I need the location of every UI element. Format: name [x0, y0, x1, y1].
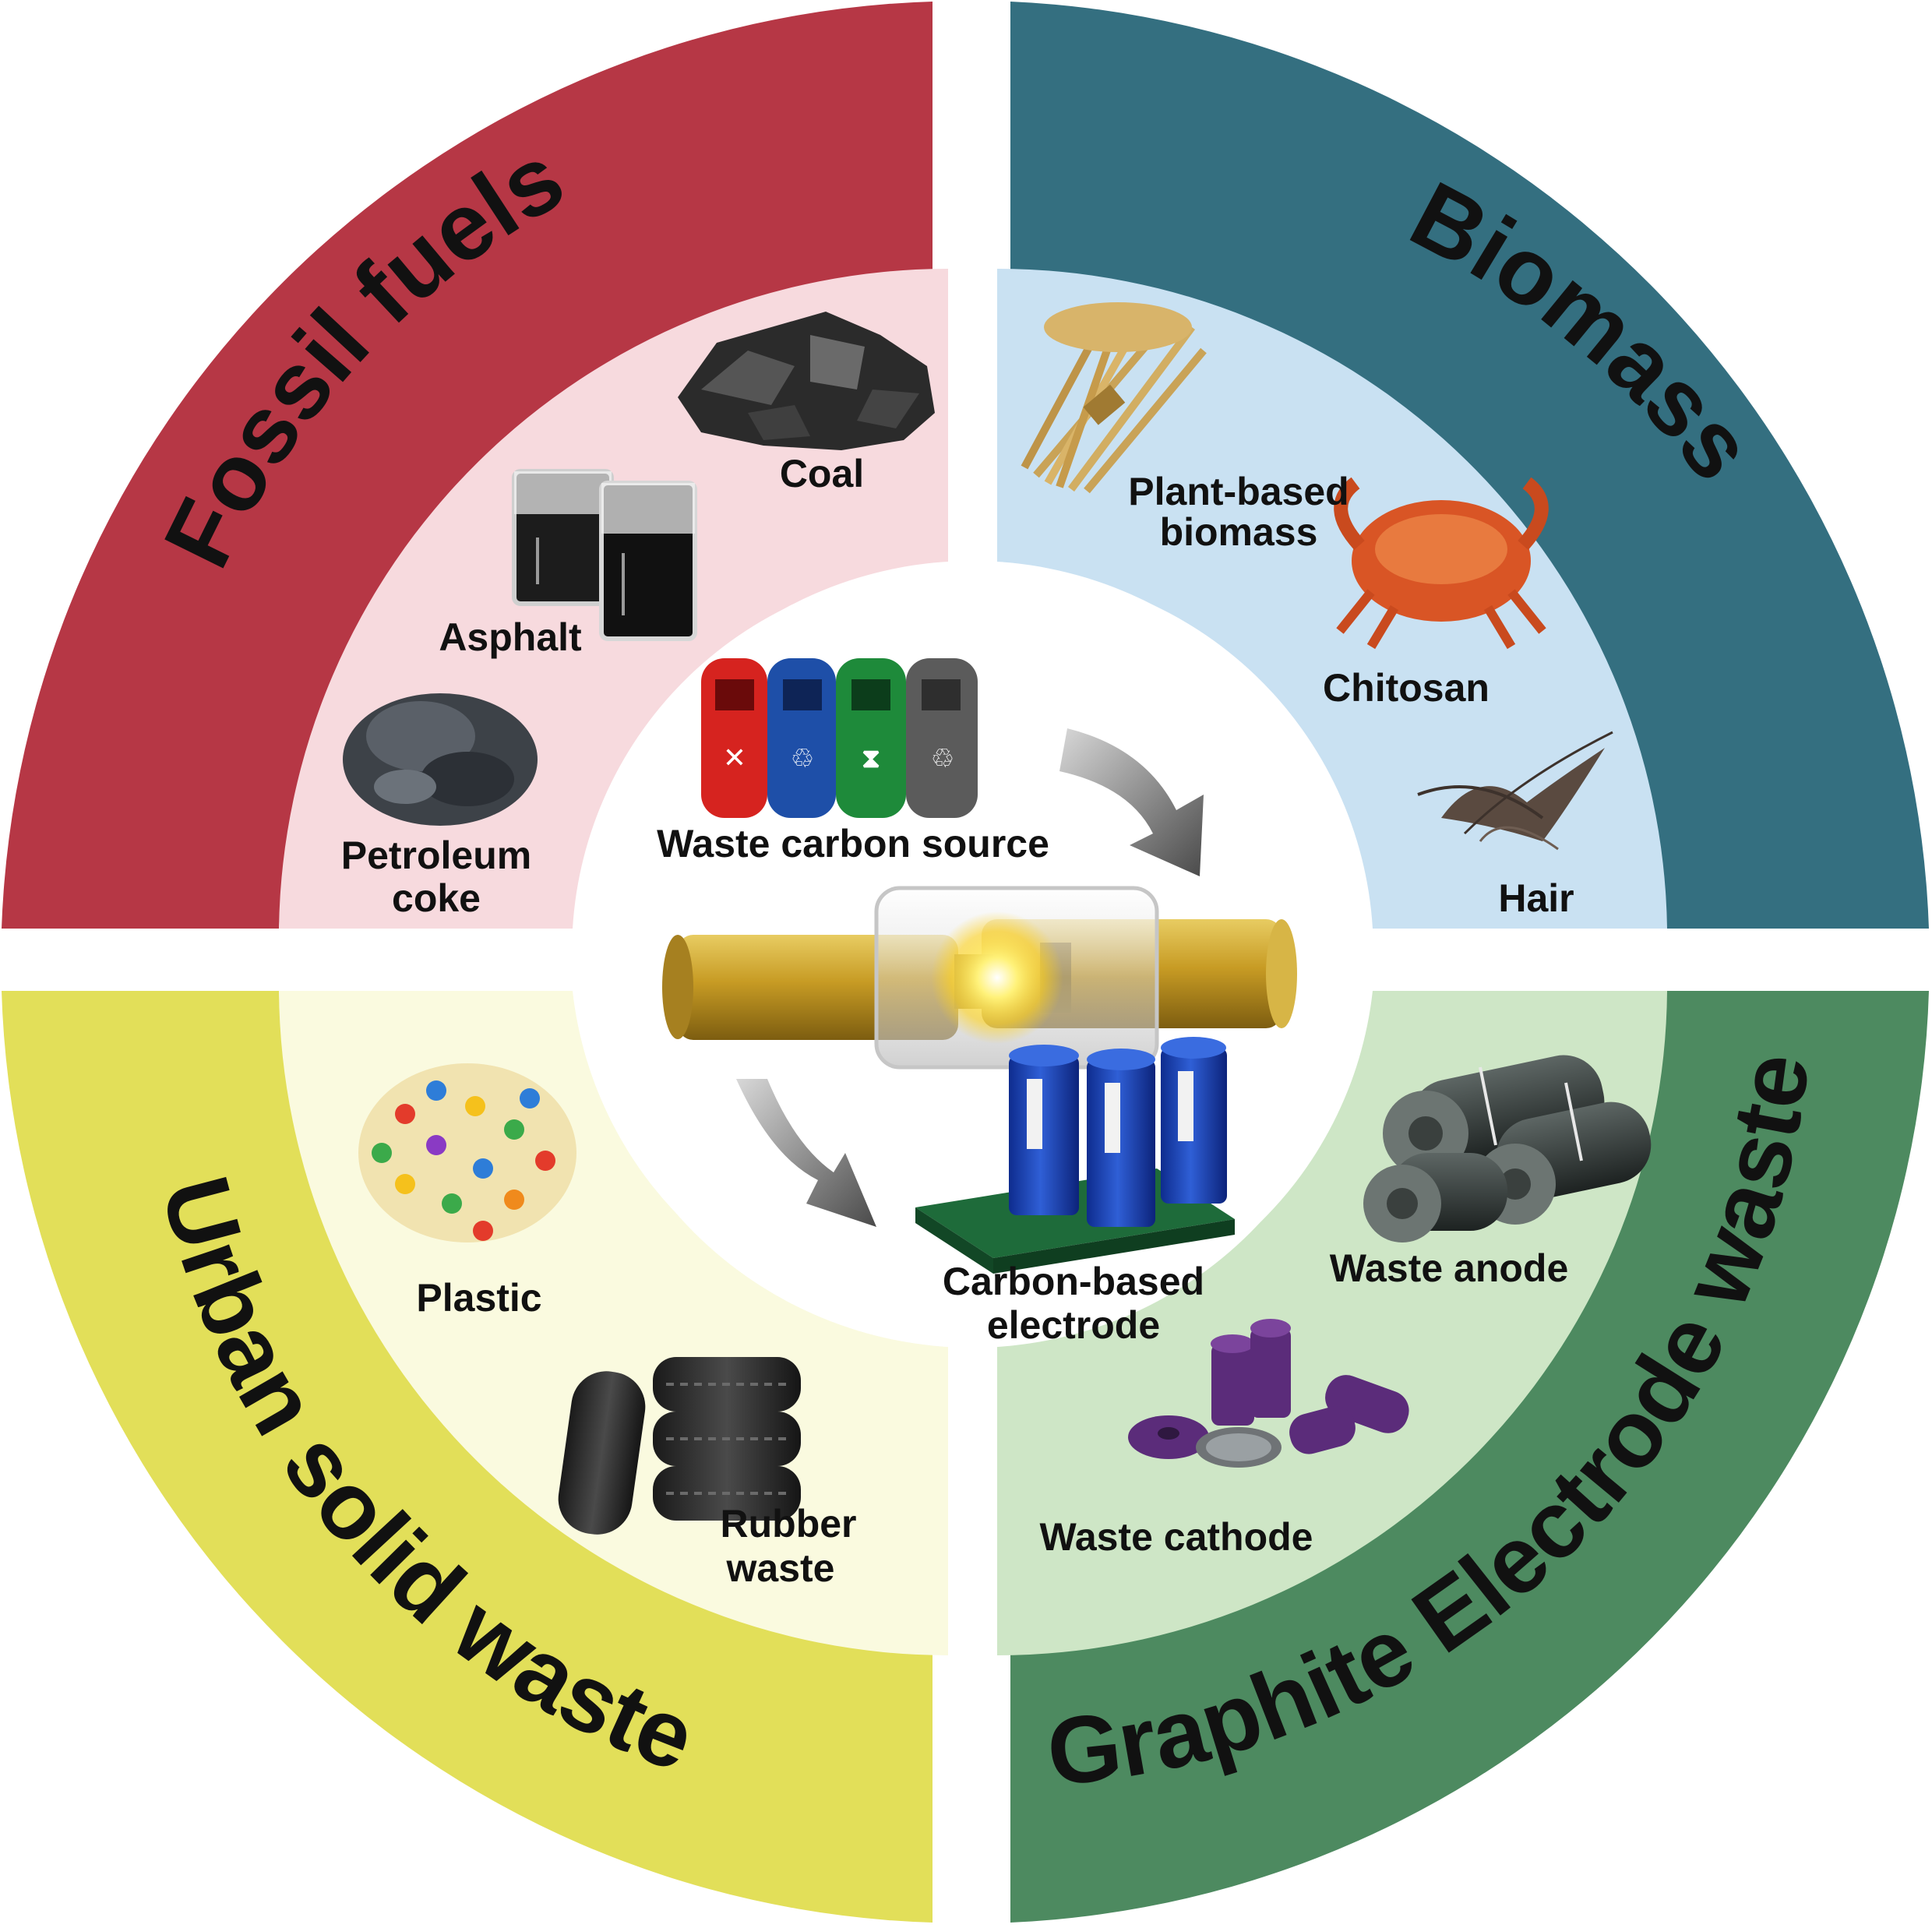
cathode-label: Waste cathode [1039, 1515, 1313, 1559]
crab-icon [1334, 477, 1549, 650]
tires-icon [558, 1357, 801, 1535]
reactor-rod-icon [662, 886, 1297, 1070]
plant-label-line1: Plant-based [1128, 470, 1349, 513]
petroleum-label-line1: Petroleum [341, 834, 532, 877]
source-label: Waste carbon source [657, 822, 1049, 865]
asphalt-label: Asphalt [439, 615, 582, 659]
svg-text:♲: ♲ [931, 744, 954, 774]
coal-label: Coal [780, 452, 864, 495]
recycling-bins-icon: ✕ ♲ ⧗ ♲ [701, 658, 978, 818]
wheat-bundle-icon [1021, 302, 1207, 494]
anode-label: Waste anode [1330, 1246, 1569, 1290]
rubber-label-line2: waste [726, 1546, 835, 1590]
svg-text:✕: ✕ [723, 742, 746, 774]
plastic-pellets-icon [358, 1063, 576, 1242]
hair-icon [1417, 731, 1613, 851]
biomass-inner [997, 269, 1667, 929]
electrode-label-line1: Carbon-based [943, 1260, 1204, 1303]
process-arrow-icon [736, 728, 1204, 1227]
petroleum-label-line2: coke [392, 876, 481, 920]
chitosan-label: Chitosan [1323, 666, 1490, 710]
cathode-pieces-icon [1128, 1319, 1409, 1468]
hair-label: Hair [1498, 876, 1574, 920]
beaker-icon [512, 469, 697, 641]
plastic-label: Plastic [416, 1276, 541, 1320]
urban-ring [2, 991, 933, 1923]
petroleum-coke-icon [343, 693, 538, 826]
graphite-rolls-icon [1363, 1055, 1652, 1242]
svg-text:♲: ♲ [791, 744, 814, 774]
electrode-label-line2: electrode [987, 1303, 1160, 1347]
supercapacitor-icon [915, 1037, 1235, 1274]
rubber-label-line1: Rubber [721, 1502, 857, 1546]
coal-icon [678, 312, 935, 450]
plant-label-line2: biomass [1160, 510, 1318, 554]
fossil-ring [2, 2, 933, 929]
svg-text:⧗: ⧗ [862, 744, 880, 774]
